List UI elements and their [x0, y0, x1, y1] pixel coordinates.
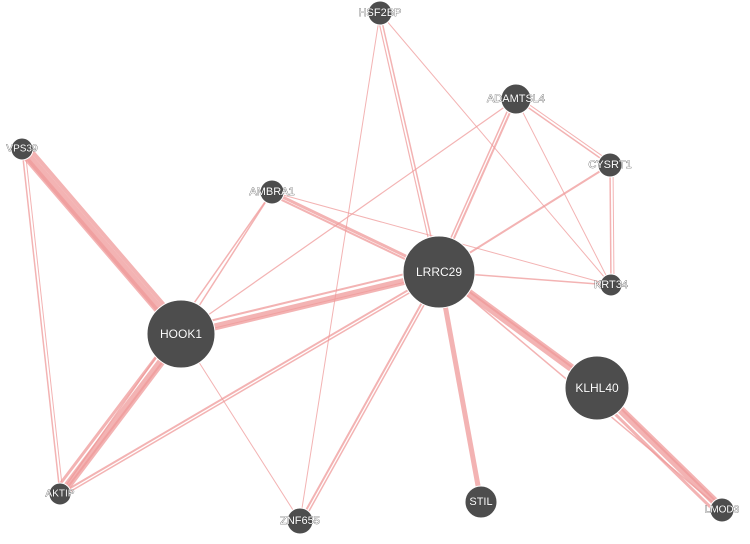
- node-circle-klhl40: [564, 355, 630, 421]
- node-ambra1[interactable]: AMBRA1: [249, 179, 295, 205]
- edge-vps39-aktip: [24, 148, 64, 495]
- edge-hsf2bp-krt34: [379, 12, 612, 286]
- edge-hook1-znf655: [180, 333, 301, 522]
- node-aktip[interactable]: AKTIP: [45, 482, 75, 506]
- node-circle-ambra1: [259, 179, 285, 205]
- node-circle-znf655: [286, 507, 314, 535]
- node-circle-adamtsl4: [500, 83, 532, 115]
- node-krt34[interactable]: KRT34: [594, 273, 628, 297]
- node-cysrt1[interactable]: CYSRT1: [588, 152, 632, 178]
- node-circle-stil: [464, 485, 498, 519]
- node-lrrc29[interactable]: LRRC29: [402, 235, 476, 309]
- node-klhl40[interactable]: KLHL40: [564, 355, 630, 421]
- node-label-znf655: ZNF655: [280, 515, 320, 527]
- node-vps39[interactable]: VPS39: [6, 137, 38, 161]
- edge-lrrc29-aktip: [59, 271, 440, 495]
- node-circle-lrrc29: [402, 235, 476, 309]
- node-label-adamtsl4: ADAMTSL4: [487, 93, 545, 105]
- edge-lrrc29-hook1: [180, 273, 442, 339]
- edge-cysrt1-krt34: [609, 164, 612, 286]
- edge-lrrc29-hook1: [178, 269, 442, 337]
- edge-hook1-adamtsl4: [180, 98, 517, 335]
- node-circle-aktip: [48, 482, 72, 506]
- node-hsf2bp[interactable]: HSF2BP: [358, 0, 402, 26]
- node-label-lmod3: LMOD3: [705, 505, 740, 516]
- node-circle-vps39: [10, 137, 34, 161]
- node-circle-lmod3: [709, 497, 735, 523]
- edge-lrrc29-znf655: [299, 271, 440, 522]
- node-label-klhl40: KLHL40: [575, 381, 619, 395]
- node-circle-hsf2bp: [367, 0, 393, 26]
- node-adamtsl4[interactable]: ADAMTSL4: [487, 83, 545, 115]
- edges-layer: [17, 12, 727, 524]
- node-label-hook1: HOOK1: [160, 327, 202, 341]
- node-label-lrrc29: LRRC29: [416, 265, 462, 279]
- edge-lrrc29-hsf2bp: [376, 13, 437, 274]
- edge-adamtsl4-cysrt1: [517, 96, 613, 164]
- node-circle-krt34: [599, 273, 623, 297]
- edge-lrrc29-znf655: [301, 272, 443, 524]
- node-label-vps39: VPS39: [6, 144, 38, 155]
- edge-hsf2bp-znf655: [299, 12, 381, 522]
- node-hook1[interactable]: HOOK1: [146, 299, 216, 369]
- edge-lrrc29-stil: [436, 269, 484, 505]
- node-circle-cysrt1: [597, 152, 623, 178]
- node-stil[interactable]: STIL: [464, 485, 498, 519]
- node-label-krt34: KRT34: [594, 279, 628, 291]
- node-znf655[interactable]: ZNF655: [280, 507, 320, 535]
- edge-lrrc29-hsf2bp: [379, 12, 440, 273]
- edge-hook1-vps39: [24, 143, 188, 333]
- node-lmod3[interactable]: LMOD3: [704, 497, 740, 523]
- edge-adamtsl4-cysrt1: [515, 98, 611, 166]
- node-label-hsf2bp: HSF2BP: [359, 7, 402, 19]
- node-label-cysrt1: CYSRT1: [588, 159, 631, 171]
- edge-hook1-vps39: [18, 145, 185, 338]
- node-label-stil: STIL: [469, 496, 492, 508]
- node-circle-hook1: [146, 299, 216, 369]
- edge-adamtsl4-krt34: [515, 98, 612, 286]
- node-label-aktip: AKTIP: [46, 489, 75, 500]
- edge-hook1-vps39: [17, 148, 182, 339]
- edge-lrrc29-aktip: [60, 273, 442, 498]
- edge-vps39-aktip: [21, 148, 61, 495]
- edge-cysrt1-krt34: [612, 164, 615, 286]
- edge-lrrc29-hook1: [178, 265, 439, 330]
- node-label-ambra1: AMBRA1: [249, 186, 294, 198]
